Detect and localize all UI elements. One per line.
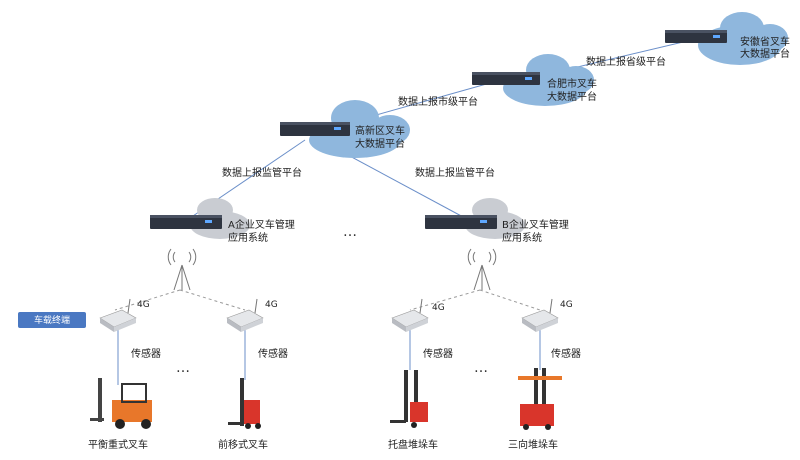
vehicle-label: 三向堆垛车 [508, 438, 558, 451]
terminal-2: 4G 传感器 前移式叉车 [218, 298, 288, 451]
counterbalance-forklift-icon [90, 378, 152, 429]
router-icon [391, 298, 429, 332]
province-platform-line2: 大数据平台 [740, 47, 790, 60]
router-icon [99, 298, 137, 332]
province-platform: 安徽省叉车 大数据平台 [665, 12, 790, 65]
server-icon [280, 122, 350, 136]
link-label-regulator-b: 数据上报监管平台 [415, 166, 495, 179]
net-label: 4G [560, 300, 573, 310]
terminal-1: 4G 传感器 平衡重式叉车 [88, 298, 161, 451]
net-label: 4G [432, 303, 445, 313]
sensor-label: 传感器 [423, 347, 453, 360]
router-icon [226, 298, 264, 332]
enterprise-a-system: A企业叉车管理 应用系统 [150, 198, 295, 244]
link-label-province: 数据上报省级平台 [586, 55, 666, 68]
vehicle-label: 前移式叉车 [218, 438, 268, 451]
terminal-3: 4G 传感器 托盘堆垛车 [388, 298, 453, 451]
server-icon [425, 215, 497, 229]
vehicle-label: 平衡重式叉车 [88, 438, 148, 451]
link-label-city: 数据上报市级平台 [398, 95, 478, 108]
ellipsis-terminals-b: … [474, 360, 488, 376]
ellipsis-terminals-a: … [176, 360, 190, 376]
antenna-icon [467, 248, 497, 291]
link-label-regulator-a: 数据上报监管平台 [222, 166, 302, 179]
badge-label: 车载终端 [34, 314, 70, 326]
net-label: 4G [265, 300, 278, 310]
net-label: 4G [137, 300, 150, 310]
vehicle-label: 托盘堆垛车 [388, 438, 438, 451]
wireless-links [114, 289, 541, 311]
enterprise-a-line1: A企业叉车管理 [228, 218, 295, 231]
server-icon [150, 215, 222, 229]
ellipsis-enterprises: … [343, 224, 357, 240]
enterprise-b-system: B企业叉车管理 应用系统 [425, 198, 569, 244]
router-icon [521, 298, 559, 332]
sensor-label: 传感器 [551, 347, 581, 360]
city-platform-line1: 合肥市叉车 [547, 77, 597, 90]
reach-truck-icon [228, 378, 261, 429]
vehicle-terminal-badge: 车载终端 [18, 312, 86, 328]
three-way-stacker-icon [518, 368, 562, 430]
server-icon [472, 72, 540, 85]
city-platform: 合肥市叉车 大数据平台 [472, 54, 597, 106]
antenna-icon [167, 248, 197, 291]
city-platform-line2: 大数据平台 [547, 90, 597, 103]
terminal-4: 4G 传感器 三向堆垛车 [508, 298, 581, 451]
district-platform: 高新区叉车 大数据平台 [280, 100, 410, 158]
enterprise-b-line1: B企业叉车管理 [502, 218, 569, 231]
sensor-label: 传感器 [131, 347, 161, 360]
sensor-label: 传感器 [258, 347, 288, 360]
pallet-stacker-icon [390, 370, 428, 428]
district-platform-line1: 高新区叉车 [355, 124, 405, 137]
enterprise-a-line2: 应用系统 [228, 231, 268, 244]
province-platform-line1: 安徽省叉车 [740, 35, 790, 48]
district-platform-line2: 大数据平台 [355, 137, 405, 150]
server-icon [665, 30, 727, 43]
enterprise-b-line2: 应用系统 [502, 231, 542, 244]
